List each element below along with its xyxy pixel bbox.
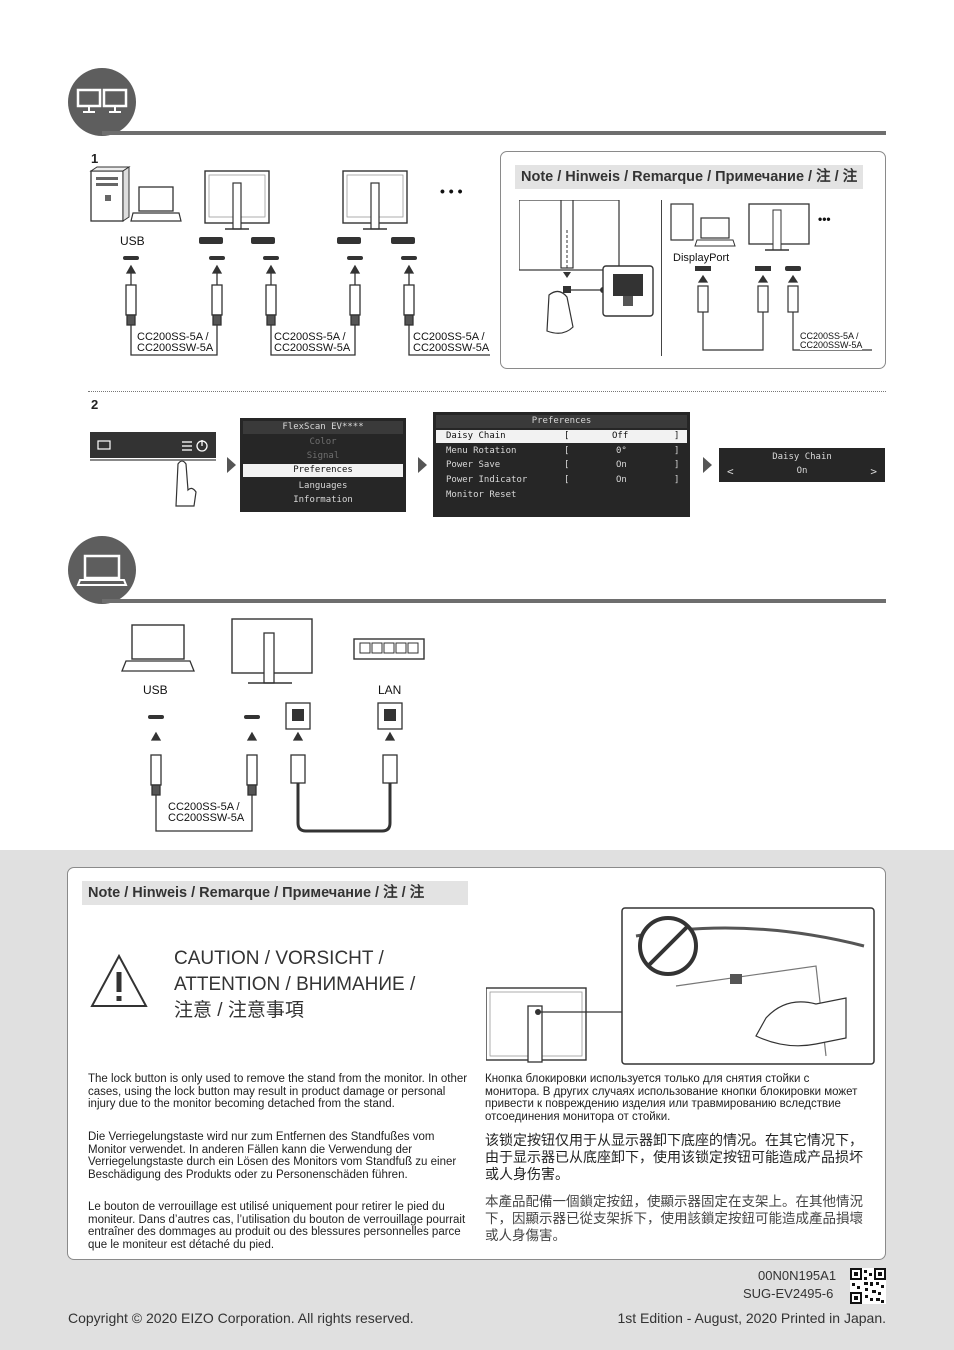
warning-triangle-icon	[90, 953, 148, 1007]
osd-pref-open: [	[564, 446, 570, 456]
step-number-2: 2	[91, 397, 99, 412]
osd-pref-name: Monitor Reset	[446, 490, 517, 500]
cable-label-3: CC200SS-5A / CC200SSW-5A	[413, 331, 490, 354]
osd-daisy-value: On	[796, 466, 808, 476]
osd-pref-name: Daisy Chain	[446, 431, 506, 441]
osd-main-menu: FlexScan EV**** Color Signal Preferences…	[240, 418, 406, 512]
lock-button-diagram	[519, 200, 654, 334]
cables	[125, 264, 490, 356]
cable-label-1: CC200SS-5A / CC200SSW-5A	[137, 331, 214, 354]
osd-pref-close: ]	[674, 460, 680, 470]
usb-label-laptop: USB	[143, 683, 168, 697]
copyright-text: Copyright © 2020 EIZO Corporation. All r…	[68, 1310, 414, 1326]
osd-menu-item-information[interactable]: Information	[293, 495, 353, 505]
dotted-separator	[88, 391, 886, 392]
monitor-1-icon	[204, 170, 270, 230]
lan-connection-diagram	[121, 618, 425, 833]
osd-pref-row-menu-rotation[interactable]: Menu Rotation [ 0° ]	[436, 445, 687, 458]
note-cable-label: CC200SS-5A / CC200SSW-5A	[800, 331, 863, 350]
osd-pref-row-power-save[interactable]: Power Save [ On ]	[436, 459, 687, 472]
laptop-icon	[130, 186, 182, 222]
edition-text: 1st Edition - August, 2020 Printed in Ja…	[617, 1310, 886, 1326]
note-title-bottom: Note / Hinweis / Remarque / Примечание /…	[82, 881, 468, 905]
note-divider	[661, 200, 662, 356]
osd-pref-name: Menu Rotation	[446, 446, 517, 456]
osd-menu-item-signal[interactable]: Signal	[306, 451, 340, 461]
arrow-right-3	[703, 457, 712, 473]
lan-label: LAN	[378, 683, 402, 697]
cable-label-2: CC200SS-5A / CC200SSW-5A	[274, 331, 351, 354]
section-rule-1	[102, 131, 886, 135]
ellipsis-note: •••	[818, 212, 831, 226]
cable-label-laptop: CC200SS-5A / CC200SSW-5A	[168, 801, 245, 824]
osd-menu-title: FlexScan EV****	[243, 421, 403, 434]
osd-pref-close: ]	[674, 475, 680, 485]
arrow-right-2	[418, 457, 427, 473]
monitor-lock-diagram	[486, 907, 875, 1065]
caution-line-2: ATTENTION / ВНИМАНИЕ /	[174, 974, 416, 995]
osd-daisy-prev-arrow[interactable]: <	[727, 465, 734, 478]
arrow-right-1	[227, 457, 236, 473]
osd-pref-close: ]	[674, 446, 680, 456]
osd-pref-name: Power Save	[446, 460, 501, 470]
caution-text-zh-cn: 该锁定按钮仅用于从显示器卸下底座的情况。在其它情况下，由于显示器已从底座卸下，使…	[485, 1132, 863, 1182]
pc-tower-icon	[89, 166, 131, 222]
caution-line-3: 注意 / 注意事項	[174, 1000, 304, 1021]
osd-pref-value: On	[616, 460, 627, 470]
note-title-top: Note / Hinweis / Remarque / Примечание /…	[515, 165, 864, 189]
osd-pref-row-power-indicator[interactable]: Power Indicator [ On ]	[436, 474, 687, 487]
doc-code-1: 00N0N195A1	[758, 1268, 837, 1283]
note-box-top: Note / Hinweis / Remarque / Примечание /…	[500, 151, 886, 369]
usb-c-port-icons	[123, 237, 417, 260]
caution-text-zh-tw: 本產品配備一個鎖定按鈕，使顯示器固定在支架上。在其他情況下，因顯示器已從支架拆下…	[485, 1194, 863, 1243]
section-rule-2	[102, 599, 886, 603]
osd-pref-row-monitor-reset[interactable]: Monitor Reset	[436, 489, 687, 502]
monitor-2-icon	[342, 170, 408, 230]
osd-pref-open: [	[564, 431, 570, 441]
osd-preferences-title: Preferences	[436, 415, 687, 428]
osd-menu-item-color[interactable]: Color	[309, 437, 337, 447]
osd-pref-value: 0°	[616, 446, 627, 456]
osd-pref-open: [	[564, 475, 570, 485]
osd-preferences-menu: Preferences Daisy Chain [ Off ] Menu Rot…	[433, 412, 690, 517]
laptop-section-icon	[68, 536, 136, 604]
note-box-bottom: Note / Hinweis / Remarque / Примечание /…	[67, 867, 886, 1260]
osd-daisy-title: Daisy Chain	[772, 452, 832, 462]
ellipsis-step1: • • •	[440, 183, 463, 199]
osd-pref-value: On	[616, 475, 627, 485]
doc-code-2: SUG-EV2495-6	[743, 1286, 834, 1301]
daisy-chain-diagram	[89, 166, 490, 356]
control-panel-diagram	[90, 432, 216, 507]
osd-pref-close: ]	[674, 431, 680, 441]
usb-label-step1: USB	[120, 234, 145, 248]
caution-text-de: Die Verriegelungstaste wird nur zum Entf…	[88, 1131, 457, 1181]
osd-daisy-chain-dialog: Daisy Chain < On >	[719, 448, 885, 482]
osd-pref-value: Off	[612, 431, 629, 441]
caution-text-fr: Le bouton de verrouillage est utilisé un…	[88, 1201, 466, 1251]
osd-menu-item-languages[interactable]: Languages	[298, 481, 348, 491]
caution-line-1: CAUTION / VORSICHT /	[174, 948, 384, 969]
displayport-label: DisplayPort	[673, 252, 730, 264]
dual-monitor-icon	[68, 68, 136, 136]
osd-pref-row-daisy-chain[interactable]: Daisy Chain [ Off ]	[436, 430, 687, 443]
caution-text-en: The lock button is only used to remove t…	[88, 1073, 468, 1110]
osd-pref-open: [	[564, 460, 570, 470]
qr-code-icon	[850, 1268, 886, 1304]
step-number-1: 1	[91, 151, 99, 166]
osd-daisy-next-arrow[interactable]: >	[870, 465, 877, 478]
osd-menu-item-preferences[interactable]: Preferences	[243, 464, 403, 477]
displayport-diagram	[670, 203, 872, 351]
osd-pref-name: Power Indicator	[446, 475, 528, 485]
caution-heading: CAUTION / VORSICHT / ATTENTION / ВНИМАНИ…	[174, 946, 415, 1024]
caution-text-ru: Кнопка блокировки используется только дл…	[485, 1073, 858, 1123]
